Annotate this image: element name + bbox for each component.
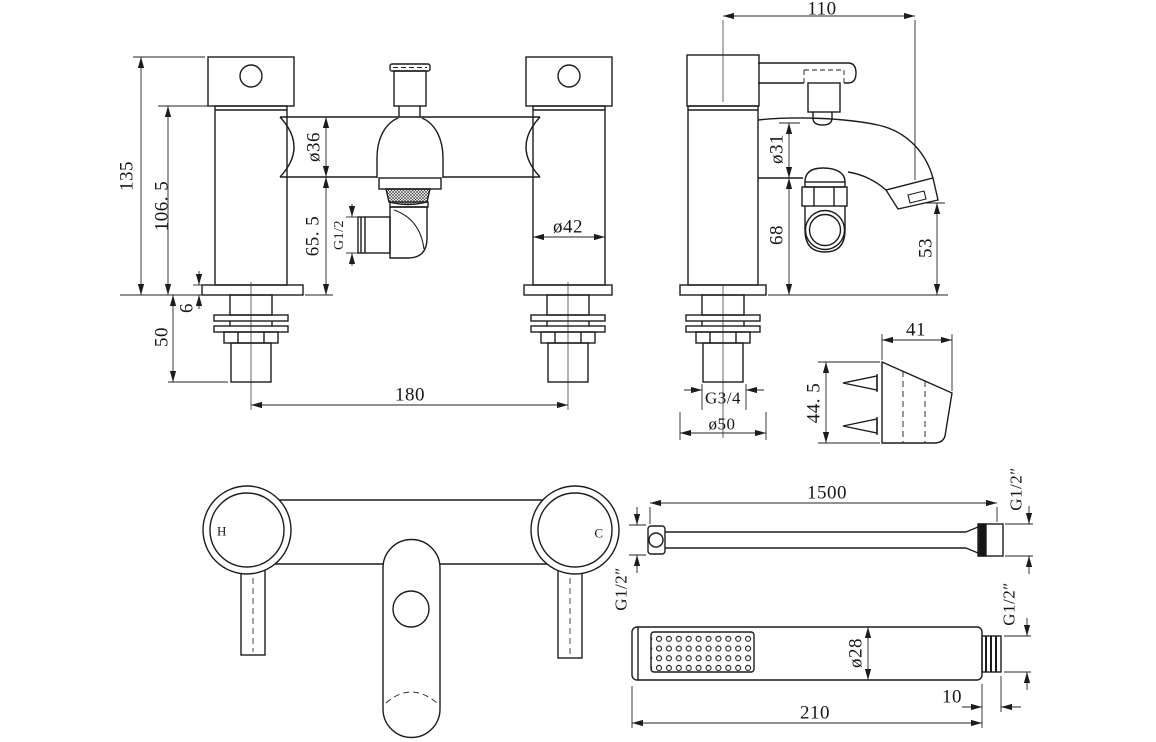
dim-front-pillar-height: 106. 5 [151, 180, 173, 232]
dim-front-body-tube-diameter: ø36 [303, 132, 325, 162]
dim-side-spout-reach: 110 [807, 0, 837, 20]
dim-front-hose-outlet-thread: G1/2 [332, 220, 347, 250]
handset-view [631, 618, 1031, 728]
dim-hose-outlet-thread: G1/2″ [1006, 467, 1026, 511]
dim-side-inlet-thread: G3/4 [705, 388, 741, 408]
hot-marker: H [217, 523, 227, 539]
dim-front-total-height: 135 [116, 161, 138, 191]
dim-side-outlet-height: 53 [915, 238, 937, 258]
dim-front-deck-thickness: 6 [176, 303, 198, 313]
bottom-view [202, 485, 620, 739]
wall-bracket-view [818, 334, 953, 444]
dim-handset-thread: G1/2″ [999, 582, 1019, 626]
dim-handset-length: 210 [800, 702, 830, 724]
shower-hose-view [629, 499, 1033, 574]
cold-marker: C [594, 525, 604, 541]
dim-handset-thread-length: 10 [942, 686, 962, 708]
side-view [679, 12, 948, 440]
dim-front-pillar-diameter: ø42 [553, 216, 583, 238]
dim-bracket-width: 41 [906, 319, 926, 341]
dim-handset-head-diameter: ø28 [845, 638, 867, 668]
dim-side-spout-underside-height: 68 [766, 225, 788, 245]
dim-front-spout-to-deck: 65. 5 [302, 215, 324, 257]
dim-side-flange-diameter: ø50 [708, 414, 736, 434]
dim-front-tail-length: 50 [151, 327, 173, 347]
front-view [120, 56, 613, 410]
dim-hose-length: 1500 [807, 482, 847, 504]
dim-front-tap-centres: 180 [395, 384, 425, 406]
dim-bracket-height: 44. 5 [803, 382, 825, 424]
dim-hose-inlet-thread: G1/2″ [611, 567, 631, 611]
dim-side-spout-diameter: ø31 [766, 134, 788, 164]
